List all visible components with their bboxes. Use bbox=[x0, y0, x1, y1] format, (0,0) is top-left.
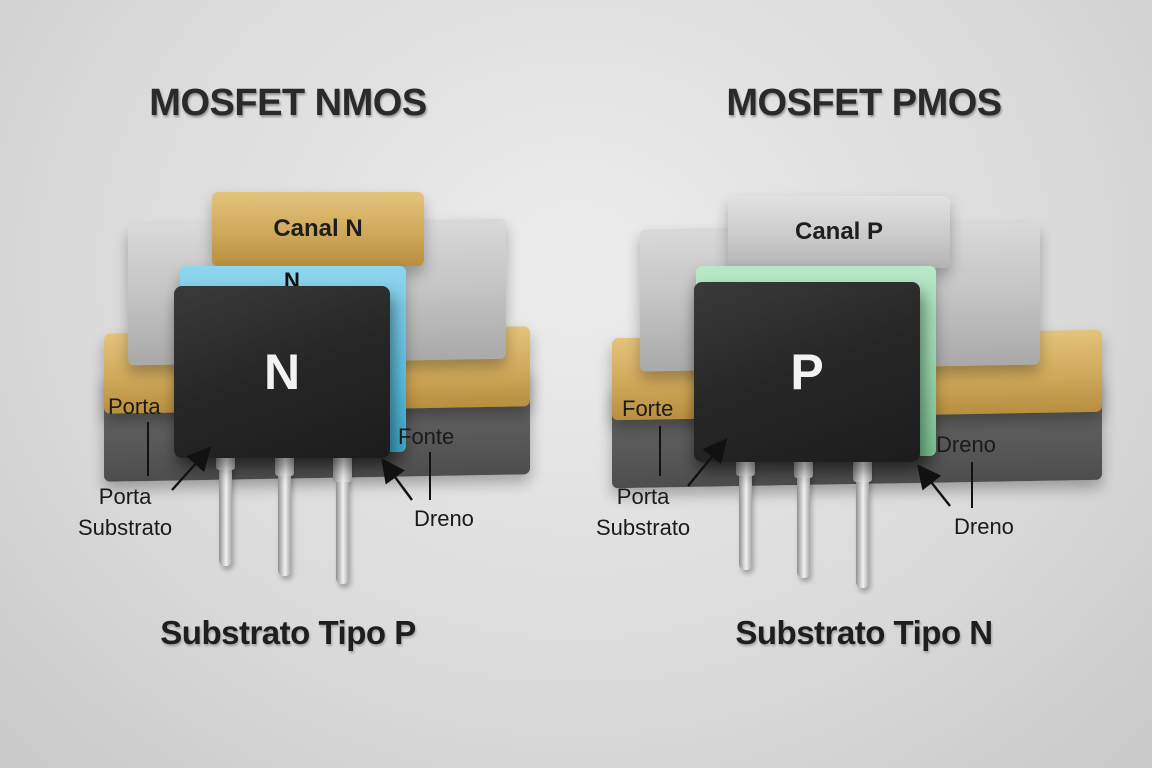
pmos-label-gate: Forte bbox=[622, 396, 674, 421]
nmos-channel-cap: Canal N bbox=[212, 192, 424, 266]
pmos-pin-right bbox=[853, 452, 872, 588]
nmos-pin-middle bbox=[275, 446, 294, 576]
pmos-substrate-type: Substrato Tipo N bbox=[735, 614, 993, 651]
nmos-panel: MOSFET NMOS Canal N N N Porta Fonte Port… bbox=[78, 82, 530, 651]
pmos-title: MOSFET PMOS bbox=[726, 82, 1002, 124]
nmos-label-source: Fonte bbox=[398, 424, 455, 449]
pmos-label-body-line1: Porta bbox=[616, 484, 670, 509]
nmos-substrate-type: Substrato Tipo P bbox=[160, 614, 416, 651]
pmos-pin-middle bbox=[794, 448, 813, 578]
pmos-channel-label: Canal P bbox=[794, 218, 884, 245]
nmos-label-body-line2: Substrato bbox=[78, 515, 173, 540]
nmos-pin-right bbox=[333, 452, 352, 584]
pmos-pin-left bbox=[736, 446, 755, 570]
pmos-label-source: Dreno bbox=[936, 432, 996, 457]
nmos-label-body-line1: Porta bbox=[98, 484, 152, 509]
pmos-channel-cap: Canal P bbox=[728, 196, 950, 268]
nmos-title: MOSFET NMOS bbox=[149, 82, 427, 124]
nmos-label-drain: Dreno bbox=[414, 506, 474, 531]
pmos-label-body-line2: Substrato bbox=[596, 515, 691, 540]
pmos-label-body: Porta Substrato bbox=[596, 481, 690, 543]
pmos-panel: MOSFET PMOS Canal P P Forte Dreno Porta … bbox=[576, 0, 1152, 768]
nmos-pin-left bbox=[216, 440, 235, 566]
pmos-chip: P bbox=[694, 282, 920, 462]
nmos-label-body: Porta Substrato bbox=[78, 481, 172, 543]
pmos-chip-letter: P bbox=[790, 344, 824, 400]
nmos-label-gate: Porta bbox=[108, 394, 161, 419]
nmos-chip: N bbox=[174, 286, 390, 458]
pmos-label-drain: Dreno bbox=[954, 514, 1014, 539]
nmos-chip-letter: N bbox=[263, 344, 301, 400]
nmos-channel-label: Canal N bbox=[273, 215, 363, 242]
